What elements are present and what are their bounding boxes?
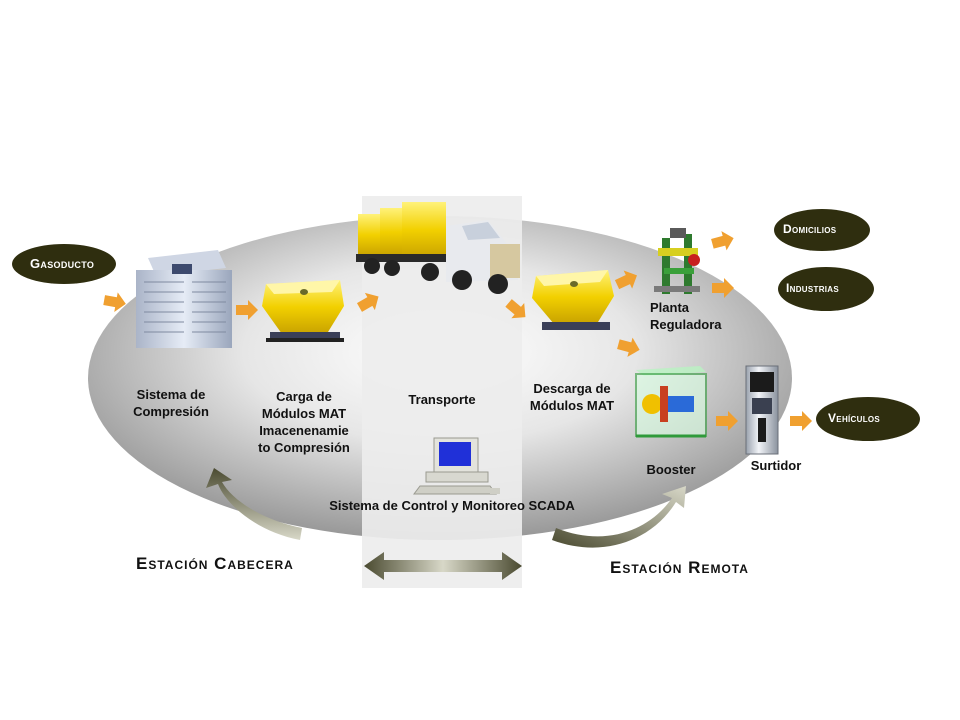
arrow-icon [711,231,734,251]
arrow-icon [505,299,526,319]
arrow-icon [236,300,258,320]
gasoducto-label: Gasoducto [30,256,95,271]
estacion-remota-label: Estación Remota [610,558,749,577]
arrow-icon [617,337,640,357]
arrow-icon [712,278,734,298]
industrias-pill [778,267,874,311]
regulator-plant-icon [654,228,700,294]
truck-icon [356,202,520,294]
computer-icon [413,437,500,495]
descarga-label: Descarga de Módulos MAT [529,381,615,413]
double-arrow [364,552,522,580]
surtidor-label: Surtidor [750,458,802,473]
domicilios-label: Domicilios [783,222,837,236]
estacion-cabecera-label: Estación Cabecera [136,554,294,573]
carga-label: Carga de Módulos MAT Imacenenamie to Com… [258,389,350,455]
scada-label: Sistema de Control y Monitoreo SCADA [329,498,575,513]
left-curved-arrow [206,468,302,540]
planta-label: Planta Reguladora [650,300,722,332]
dispenser-icon [745,365,779,455]
arrow-icon [790,411,812,431]
transporte-label: Transporte [408,392,476,407]
industrias-label: Industrias [786,281,840,295]
domicilios-pill [774,209,870,251]
compressor-icon [136,250,232,348]
arrow-icon [103,292,126,313]
vehiculos-label: Vehículos [828,411,881,425]
arrow-icon [716,411,738,431]
vehiculos-pill [816,397,920,441]
gasoducto-pill [12,244,116,284]
arrow-icon [614,270,637,290]
flow-arrows [103,231,812,431]
booster-icon [635,366,707,438]
arrow-icon [356,292,379,312]
right-curved-arrow [552,486,686,548]
mat-module-icon [262,280,344,342]
compresion-label: Sistema de Compresión [133,387,209,419]
booster-label: Booster [646,462,696,477]
mat-module-icon [532,270,614,330]
